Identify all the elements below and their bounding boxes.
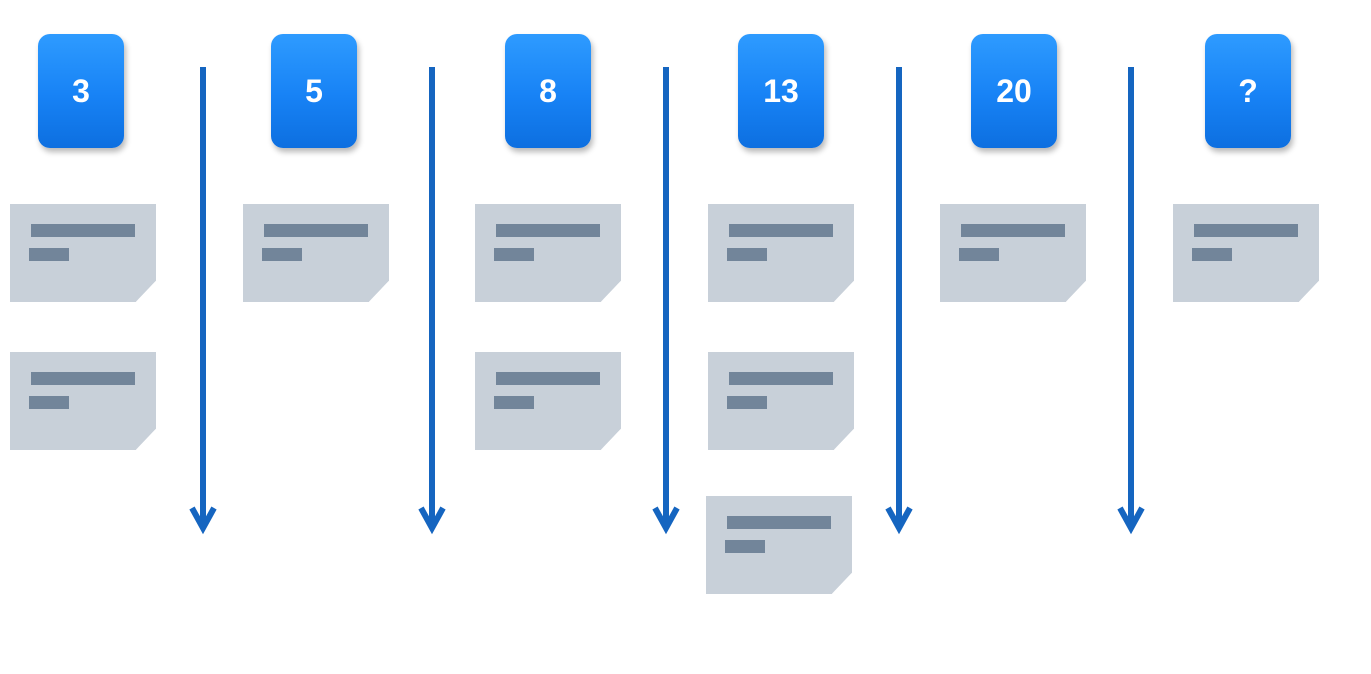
page-curl-icon [831, 572, 852, 594]
estimate-card-5[interactable]: 5 [271, 34, 357, 148]
page-curl-icon [135, 280, 156, 302]
note-text-placeholder [494, 248, 534, 261]
note-text-placeholder [1192, 248, 1232, 261]
sticky-note[interactable] [940, 204, 1086, 302]
sticky-note[interactable] [1173, 204, 1319, 302]
note-text-placeholder [494, 396, 534, 409]
note-text-placeholder [729, 372, 833, 385]
down-arrow-icon [885, 67, 913, 535]
note-text-placeholder [29, 248, 69, 261]
note-text-placeholder [727, 516, 831, 529]
sticky-note[interactable] [708, 204, 854, 302]
note-text-placeholder [496, 372, 600, 385]
estimate-card-20[interactable]: 20 [971, 34, 1057, 148]
sticky-note[interactable] [475, 204, 621, 302]
page-curl-icon [600, 280, 621, 302]
sticky-note[interactable] [475, 352, 621, 450]
page-curl-icon [833, 428, 854, 450]
down-arrow-icon [418, 67, 446, 535]
note-text-placeholder [31, 372, 135, 385]
sticky-note[interactable] [10, 352, 156, 450]
estimate-card-unknown[interactable]: ? [1205, 34, 1291, 148]
down-arrow-icon [189, 67, 217, 535]
estimate-card-3[interactable]: 3 [38, 34, 124, 148]
note-text-placeholder [262, 248, 302, 261]
estimate-card-8[interactable]: 8 [505, 34, 591, 148]
page-curl-icon [1298, 280, 1319, 302]
sticky-note[interactable] [708, 352, 854, 450]
page-curl-icon [368, 280, 389, 302]
note-text-placeholder [727, 396, 767, 409]
estimate-card-13[interactable]: 13 [738, 34, 824, 148]
note-text-placeholder [1194, 224, 1298, 237]
note-text-placeholder [725, 540, 765, 553]
note-text-placeholder [727, 248, 767, 261]
note-text-placeholder [496, 224, 600, 237]
page-curl-icon [833, 280, 854, 302]
note-text-placeholder [961, 224, 1065, 237]
sticky-note[interactable] [10, 204, 156, 302]
down-arrow-icon [1117, 67, 1145, 535]
sticky-note[interactable] [706, 496, 852, 594]
note-text-placeholder [31, 224, 135, 237]
page-curl-icon [600, 428, 621, 450]
page-curl-icon [135, 428, 156, 450]
note-text-placeholder [959, 248, 999, 261]
note-text-placeholder [29, 396, 69, 409]
page-curl-icon [1065, 280, 1086, 302]
sticky-note[interactable] [243, 204, 389, 302]
note-text-placeholder [729, 224, 833, 237]
down-arrow-icon [652, 67, 680, 535]
note-text-placeholder [264, 224, 368, 237]
